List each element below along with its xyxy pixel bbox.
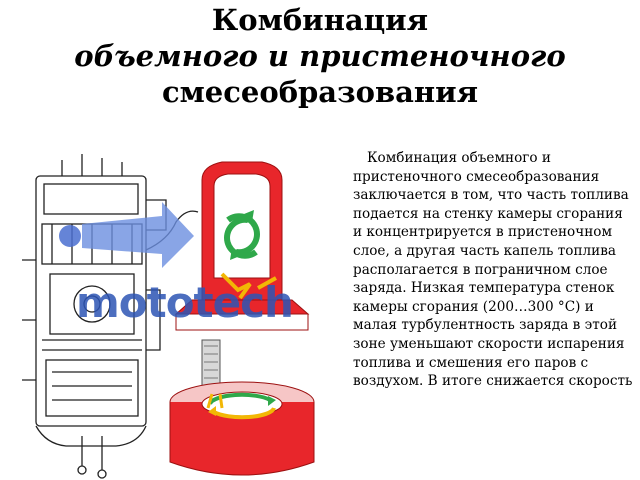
lower-piston [169,381,315,476]
pointer-arrow [82,202,194,268]
title-line-2: объемного и пристеночного [74,39,566,73]
upper-chamber [174,161,310,331]
title-line-3: смесеобразования [161,75,479,109]
mototech-watermark-logo: mototech [76,278,294,327]
description-paragraph: Комбинация объемного и пристеночного сме… [353,150,633,390]
injector-highlight [59,225,81,247]
logo-text: mototech [76,278,294,327]
engine-diagram-svg [22,154,315,479]
slide-title: Комбинация объемного и пристеночного сме… [0,2,640,110]
title-line-1: Комбинация [211,3,429,37]
engine-illustration [22,140,352,480]
